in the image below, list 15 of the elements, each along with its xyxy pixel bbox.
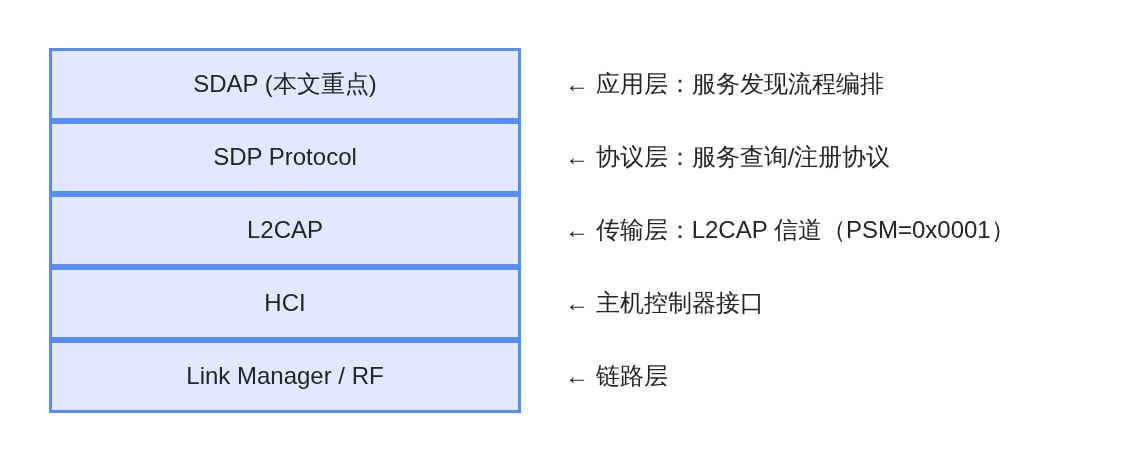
layer-description: ← 应用层：服务发现流程编排 <box>565 69 884 100</box>
layer-name: Link Manager / RF <box>186 362 384 391</box>
layer-box <box>49 267 521 340</box>
layer-description: ← 链路层 <box>565 361 668 392</box>
layer-description: ← 主机控制器接口 <box>565 288 764 319</box>
layer-name: L2CAP <box>246 216 323 245</box>
layer-description: ← 传输层：L2CAP 信道（PSM=0x0001） <box>565 215 1015 246</box>
layer-box <box>49 340 521 413</box>
layer-box <box>49 121 521 194</box>
layer-name: SDP Protocol <box>213 143 357 172</box>
layer-name: SDAP (本文重点) <box>193 70 377 99</box>
layer-box <box>49 48 521 121</box>
layer-description: ← 协议层：服务查询/注册协议 <box>565 142 891 173</box>
layer-name: HCI <box>264 289 306 318</box>
layer-box <box>49 194 521 267</box>
